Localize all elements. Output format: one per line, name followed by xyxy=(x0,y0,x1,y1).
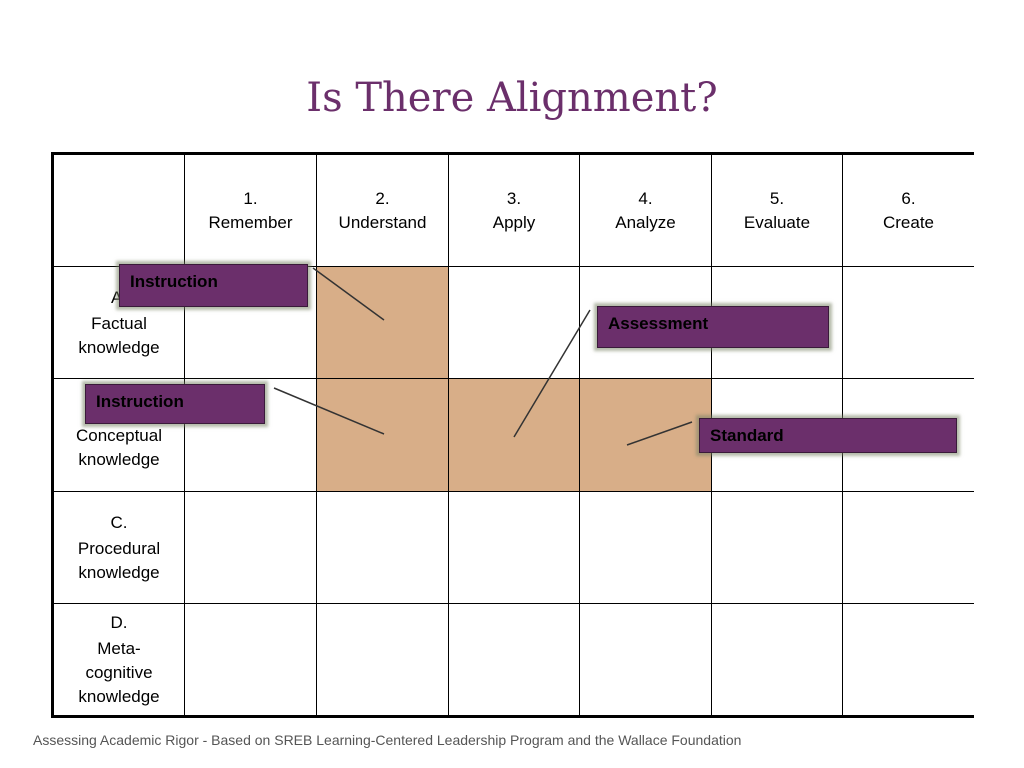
corner-cell xyxy=(54,155,185,267)
column-number: 3. xyxy=(506,189,522,208)
callout-assessment: Assessment xyxy=(597,306,829,348)
highlighted-cell xyxy=(317,267,449,379)
table-cell xyxy=(843,267,974,379)
callout-standard: Standard xyxy=(699,418,957,453)
callout-instruction-factual: Instruction xyxy=(119,264,308,307)
column-number: 4. xyxy=(638,189,653,208)
column-header-evaluate: 5. Evaluate xyxy=(712,155,843,267)
row-letter: D. xyxy=(110,612,128,632)
row-label: Conceptual knowledge xyxy=(75,426,162,469)
row-header-metacognitive: D. Meta-cognitive knowledge xyxy=(54,604,185,715)
table-cell xyxy=(185,604,317,715)
row-header-procedural: C. Procedural knowledge xyxy=(54,492,185,604)
footer-text: Assessing Academic Rigor - Based on SREB… xyxy=(33,732,742,748)
column-number: 1. xyxy=(243,189,258,208)
column-header-analyze: 4. Analyze xyxy=(580,155,712,267)
highlighted-cell xyxy=(317,379,449,492)
column-number: 2. xyxy=(375,189,390,208)
table-cell xyxy=(449,267,580,379)
table-cell xyxy=(712,492,843,604)
column-header-create: 6. Create xyxy=(843,155,974,267)
table-cell xyxy=(449,492,580,604)
column-number: 5. xyxy=(769,189,785,208)
column-header-remember: 1. Remember xyxy=(185,155,317,267)
table-cell xyxy=(317,604,449,715)
table-cell xyxy=(712,604,843,715)
table-cell xyxy=(580,604,712,715)
column-label: Create xyxy=(882,213,935,232)
table-cell xyxy=(317,492,449,604)
column-label: Apply xyxy=(492,213,536,232)
column-label: Evaluate xyxy=(743,213,811,232)
column-label: Analyze xyxy=(615,213,676,232)
slide-title: Is There Alignment? xyxy=(306,75,718,121)
column-label: Understand xyxy=(338,213,427,232)
row-label: Factual knowledge xyxy=(78,313,160,357)
row-label: Procedural knowledge xyxy=(77,538,161,582)
column-label: Remember xyxy=(208,213,293,232)
highlighted-cell xyxy=(580,379,712,492)
table-cell xyxy=(185,492,317,604)
table-cell xyxy=(843,492,974,604)
table-cell xyxy=(449,604,580,715)
callout-instruction-conceptual: Instruction xyxy=(85,384,265,424)
table-cell xyxy=(843,604,974,715)
column-number: 6. xyxy=(901,189,916,208)
row-label: Meta-cognitive knowledge xyxy=(78,638,160,706)
row-letter: C. xyxy=(110,512,128,532)
highlighted-cell xyxy=(449,379,580,492)
column-header-apply: 3. Apply xyxy=(449,155,580,267)
table-cell xyxy=(580,492,712,604)
column-header-understand: 2. Understand xyxy=(317,155,449,267)
